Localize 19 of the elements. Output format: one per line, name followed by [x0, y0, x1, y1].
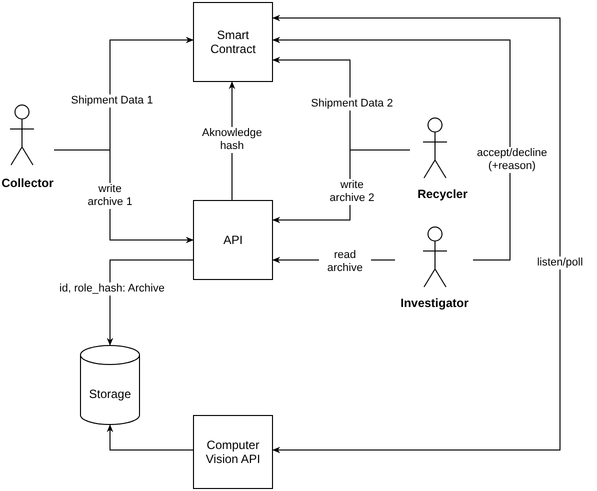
- arrow: [106, 424, 194, 450]
- node-label: Storage: [88, 387, 132, 401]
- api-box: [193, 415, 273, 489]
- edge-label: Shipment Data 1: [70, 94, 154, 108]
- contract-box: [193, 2, 273, 82]
- actor-name: Investigator: [399, 296, 470, 310]
- edge-label: listen/poll: [536, 256, 584, 270]
- actor-name: Collector: [0, 176, 54, 190]
- actor-name: Recycler: [416, 187, 469, 201]
- arrow: [272, 36, 510, 260]
- arrow: [106, 260, 194, 346]
- node-label: Smart Contract: [209, 28, 257, 56]
- node-label: Computer Vision API: [204, 438, 262, 466]
- edge-label: id, role_hash: Archive: [58, 282, 166, 296]
- arrow: [54, 150, 194, 244]
- api-box: [193, 200, 273, 280]
- edge-label: Shipment Data 2: [310, 98, 394, 110]
- arrow: [272, 14, 560, 454]
- node-label: API: [222, 233, 244, 247]
